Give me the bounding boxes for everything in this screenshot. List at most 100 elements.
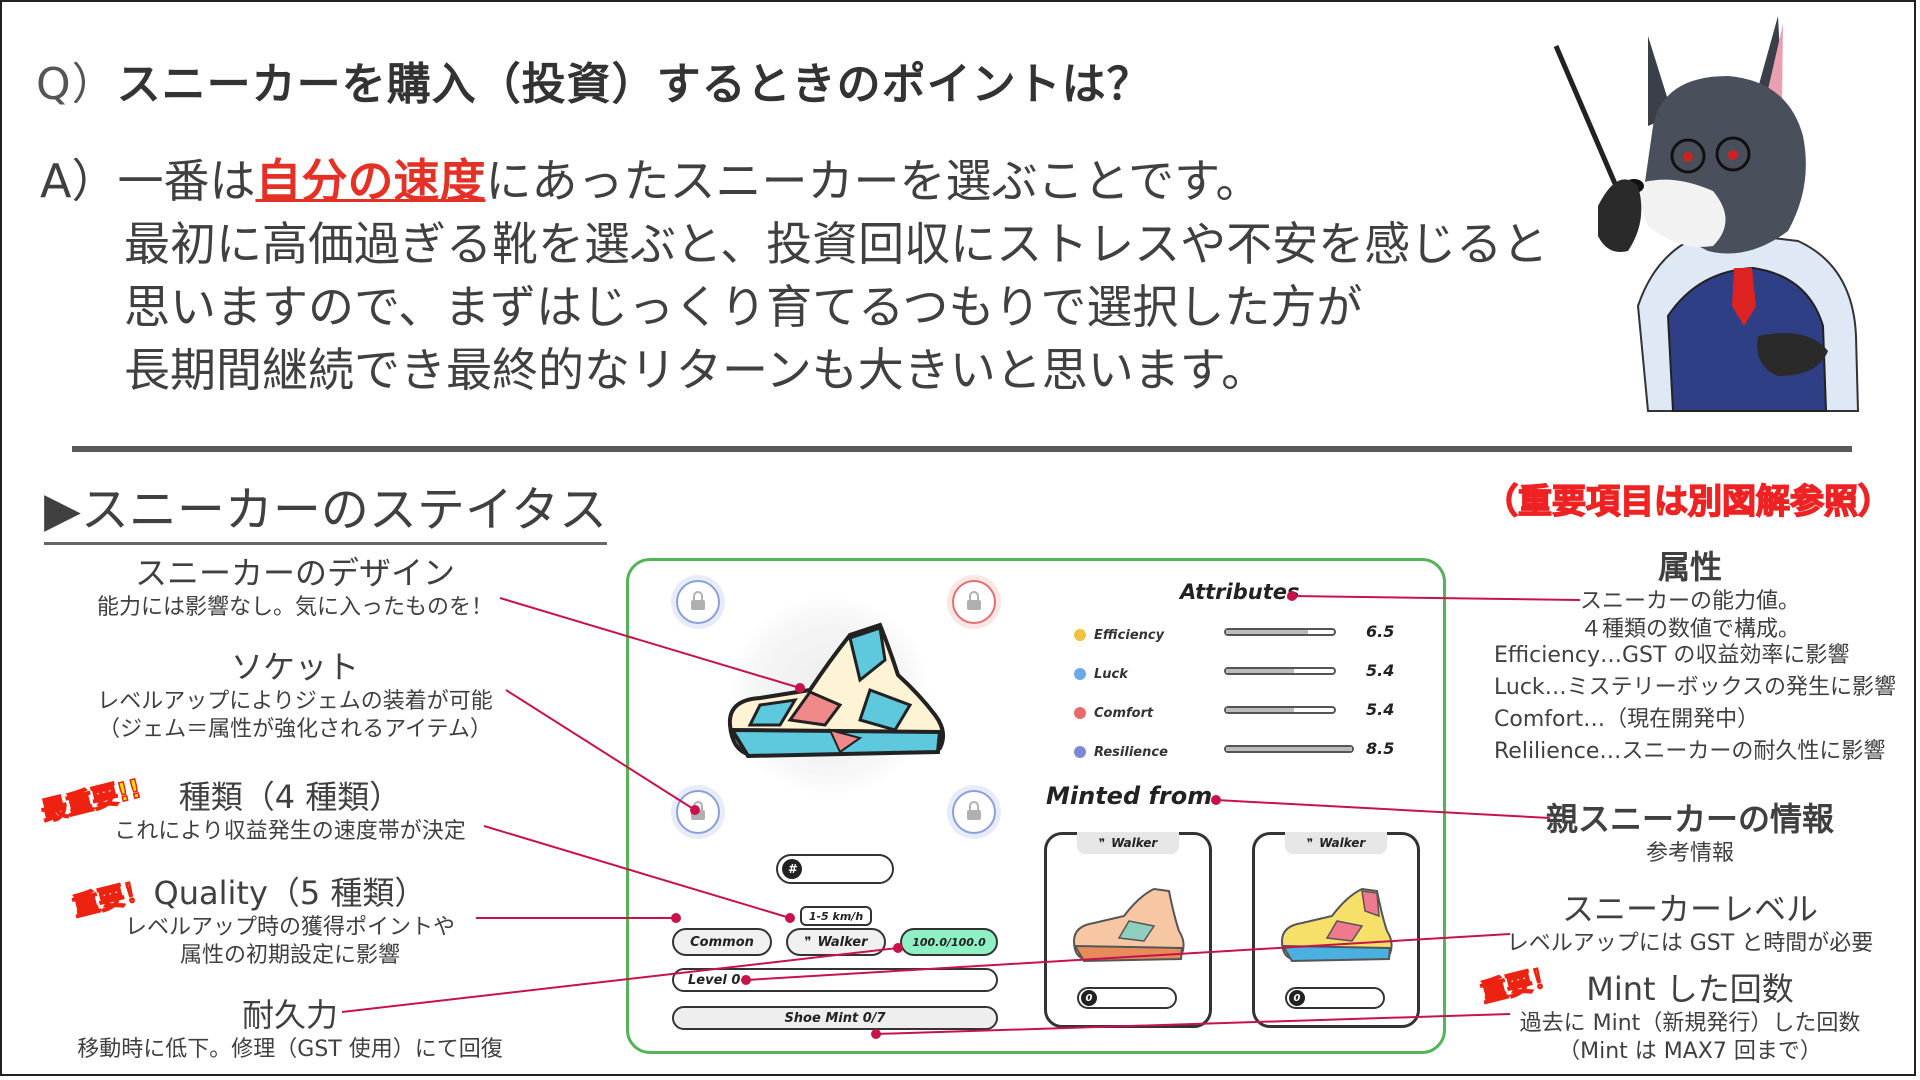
- label-design: スニーカーのデザイン 能力には影響なし。気に入ったものを！: [80, 548, 510, 622]
- socket-bottom-right[interactable]: [952, 790, 996, 834]
- attributes-label-sub-2: ４種類の数値で構成。: [1579, 617, 1800, 642]
- attr-desc-resilience: Relilience…スニーカーの耐久性に影響: [1494, 739, 1886, 764]
- parent-1-type: Walker: [1111, 836, 1158, 850]
- durability-title: 耐久力: [241, 996, 338, 1034]
- attr-row-resilience: Resilience 8.5: [1074, 739, 1404, 780]
- mint-sub-1: 過去に Mint（新規発行）した回数: [1519, 1011, 1861, 1036]
- parent-2-type-tag: ❞Walker: [1285, 832, 1387, 854]
- parent-1-id-field: 0: [1077, 987, 1177, 1009]
- type-pill-label: Walker: [817, 934, 868, 950]
- attr-comfort-label: Comfort: [1074, 706, 1153, 721]
- attributes-description-list: Efficiency…GST の収益効率に影響 Luck…ミステリーボックスの発…: [1494, 640, 1896, 768]
- luck-value: 5.4: [1366, 661, 1395, 680]
- answer-line-3: 思いますので、まずはじっくり育てるつもりで選択した方が: [124, 280, 1363, 334]
- answer-line-1: A）一番は自分の速度にあったスニーカーを選ぶことです。: [40, 150, 1548, 213]
- label-type: 種類（4 種類） これにより収益発生の速度帯が決定: [90, 772, 490, 846]
- footprint-icon: ❞: [804, 934, 812, 950]
- mint-sub-2: （Mint は MAX7 回まで）: [1558, 1039, 1822, 1064]
- comfort-value: 5.4: [1366, 700, 1395, 719]
- sneaker-id-field: #: [776, 854, 894, 884]
- durability-pill: 100.0/100.0: [900, 928, 998, 956]
- parent-sub: 参考情報: [1645, 841, 1734, 866]
- parent-card-1[interactable]: ❞ Walker 0: [1044, 832, 1212, 1028]
- resilience-value: 8.5: [1366, 739, 1395, 758]
- socket-top-left[interactable]: [676, 580, 720, 624]
- lock-icon: [691, 591, 705, 610]
- attr-desc-efficiency: Efficiency…GST の収益効率に影響: [1494, 643, 1850, 668]
- luck-bar: [1224, 667, 1336, 675]
- parent-card-2[interactable]: ❞Walker 0: [1252, 832, 1420, 1028]
- attr-efficiency-label: Efficiency: [1074, 628, 1164, 643]
- quality-sub-1: レベルアップ時の獲得ポイントや: [124, 915, 455, 940]
- attributes-title: Attributes: [1180, 580, 1300, 604]
- answer-line1-before: 一番は: [117, 154, 256, 208]
- parent-2-sneaker-image: [1280, 887, 1393, 963]
- socket-sub-1: レベルアップによりジェムの装着が可能: [97, 689, 493, 714]
- important-note: （重要項目は別図解参照）: [1483, 481, 1893, 523]
- type-sub: これにより収益発生の速度帯が決定: [114, 819, 466, 844]
- label-parent: 親スニーカーの情報 参考情報: [1540, 794, 1840, 868]
- luck-bar-fill: [1226, 669, 1295, 673]
- mint-title: Mint した回数: [1586, 970, 1794, 1008]
- level-sub: レベルアップには GST と時間が必要: [1506, 931, 1874, 956]
- label-level: スニーカーレベル レベルアップには GST と時間が必要: [1500, 884, 1880, 958]
- lock-icon: [691, 801, 705, 820]
- attr-row-luck: Luck 5.4: [1074, 661, 1404, 702]
- socket-title: ソケット: [230, 648, 359, 686]
- section-title: ▶スニーカーのステイタス: [44, 470, 607, 545]
- quality-pill: Common: [672, 928, 772, 956]
- efficiency-bar-fill: [1226, 630, 1309, 634]
- parent-2-type: Walker: [1319, 836, 1366, 850]
- type-title: 種類（4 種類）: [178, 778, 402, 816]
- section-divider: [72, 446, 1852, 452]
- durability-sub: 移動時に低下。修理（GST 使用）にて回復: [77, 1037, 503, 1062]
- luck-icon: [1074, 668, 1086, 680]
- lock-icon: [967, 801, 981, 820]
- label-quality: Quality（5 種類） レベルアップ時の獲得ポイントや 属性の初期設定に影響: [100, 868, 480, 970]
- lock-icon: [967, 591, 981, 610]
- type-pill: ❞ Walker: [786, 928, 886, 956]
- answer-line1-after: にあったスニーカーを選ぶことです。: [485, 154, 1262, 208]
- comfort-bar: [1224, 706, 1336, 714]
- parent-title: 親スニーカーの情報: [1545, 800, 1834, 838]
- efficiency-bar: [1224, 628, 1336, 636]
- attr-resilience-name: Resilience: [1094, 745, 1168, 760]
- answer-prefix: A）: [40, 154, 118, 208]
- shoe-mint-bar: Shoe Mint 0/7: [672, 1006, 998, 1030]
- answer-line-2: 最初に高価過ぎる靴を選ぶと、投資回収にストレスや不安を感じると: [124, 217, 1549, 271]
- efficiency-value: 6.5: [1366, 622, 1395, 641]
- quality-sub-2: 属性の初期設定に影響: [179, 943, 400, 968]
- attr-comfort-name: Comfort: [1094, 706, 1154, 721]
- socket-bottom-left[interactable]: [676, 790, 720, 834]
- comfort-bar-fill: [1226, 708, 1295, 712]
- answer-highlight: 自分の速度: [255, 154, 486, 208]
- comfort-icon: [1074, 707, 1086, 719]
- quality-title: Quality（5 種類）: [153, 874, 427, 912]
- question-text: スニーカーを購入（投資）するときのポイントは？: [116, 59, 1152, 110]
- attr-efficiency-name: Efficiency: [1094, 628, 1165, 643]
- footprint-icon: ❞: [1098, 836, 1106, 850]
- minted-from-title: Minted from: [1046, 782, 1213, 810]
- speed-range: 1-5 km/h: [800, 906, 872, 926]
- design-title: スニーカーのデザイン: [134, 554, 455, 592]
- answer-line-4: 長期間継続でき最終的なリターンも大きいと思います。: [124, 343, 1268, 397]
- label-attributes: 属性 スニーカーの能力値。 ４種類の数値で構成。: [1560, 542, 1820, 644]
- parent-2-id-field: 0: [1285, 987, 1385, 1009]
- attr-resilience-label: Resilience: [1074, 745, 1168, 760]
- parent-1-type-tag: ❞ Walker: [1077, 832, 1179, 854]
- attr-luck-label: Luck: [1074, 667, 1128, 682]
- design-sub: 能力には影響なし。気に入ったものを！: [96, 595, 493, 620]
- attributes-list: Efficiency 6.5 Luck 5.4 Comfort 5.4 Resi…: [1074, 622, 1404, 780]
- sneaker-image: [727, 622, 946, 759]
- question-prefix: Q）: [36, 59, 117, 110]
- label-socket: ソケット レベルアップによりジェムの装着が可能 （ジェム＝属性が強化されるアイテ…: [70, 642, 520, 744]
- parent-1-sneaker-image: [1072, 887, 1185, 963]
- attr-desc-luck: Luck…ミステリーボックスの発生に影響: [1494, 675, 1896, 700]
- attributes-label-title: 属性: [1657, 548, 1722, 586]
- level-bar: Level 0: [672, 968, 998, 992]
- attr-desc-comfort: Comfort…（現在開発中）: [1494, 707, 1760, 732]
- attr-row-comfort: Comfort 5.4: [1074, 700, 1404, 741]
- socket-top-right[interactable]: [952, 580, 996, 624]
- question-line: Q）スニーカーを購入（投資）するときのポイントは？: [36, 48, 1152, 112]
